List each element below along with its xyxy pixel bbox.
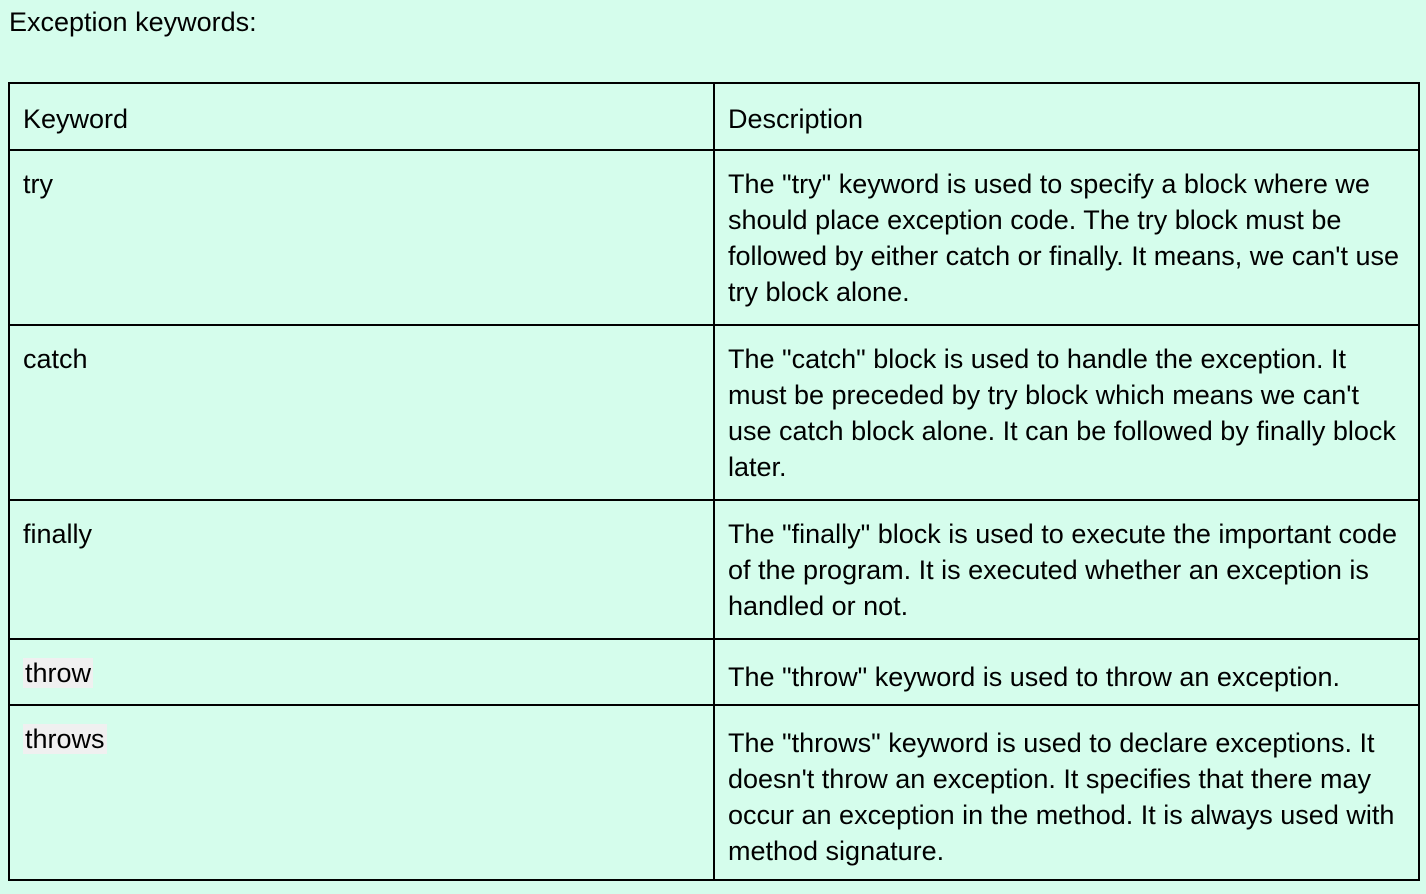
keyword-cell: finally [8, 499, 715, 640]
keyword-text: throw [23, 658, 94, 688]
keyword-text: throws [23, 724, 107, 754]
keyword-text: try [23, 169, 53, 199]
description-cell: The "throw" keyword is used to throw an … [713, 638, 1420, 706]
column-header-keyword: Keyword [8, 82, 715, 151]
table-row: throws The "throws" keyword is used to d… [8, 704, 1420, 881]
page-heading: Exception keywords: [9, 7, 257, 37]
column-header-description: Description [713, 82, 1420, 151]
description-text: The "finally" block is used to execute t… [728, 519, 1398, 621]
description-text: The "try" keyword is used to specify a b… [728, 169, 1399, 307]
keyword-cell: throw [8, 638, 715, 706]
description-cell: The "throws" keyword is used to declare … [713, 704, 1420, 881]
keyword-cell: catch [8, 324, 715, 501]
description-text: The "throws" keyword is used to declare … [728, 728, 1395, 866]
table-row: try The "try" keyword is used to specify… [8, 149, 1420, 326]
description-text: The "throw" keyword is used to throw an … [728, 662, 1340, 692]
keyword-cell: try [8, 149, 715, 326]
description-cell: The "finally" block is used to execute t… [713, 499, 1420, 640]
description-cell: The "try" keyword is used to specify a b… [713, 149, 1420, 326]
keyword-text: catch [23, 344, 88, 374]
keyword-text: finally [23, 519, 93, 549]
description-cell: The "catch" block is used to handle the … [713, 324, 1420, 501]
table-row: finally The "finally" block is used to e… [8, 499, 1420, 640]
exception-keywords-table: Keyword Description try The "try" keywor… [8, 82, 1420, 881]
table-row: throw The "throw" keyword is used to thr… [8, 638, 1420, 706]
description-text: The "catch" block is used to handle the … [728, 344, 1396, 482]
keyword-cell: throws [8, 704, 715, 881]
table-row: catch The "catch" block is used to handl… [8, 324, 1420, 501]
table-header-row: Keyword Description [8, 82, 1420, 151]
